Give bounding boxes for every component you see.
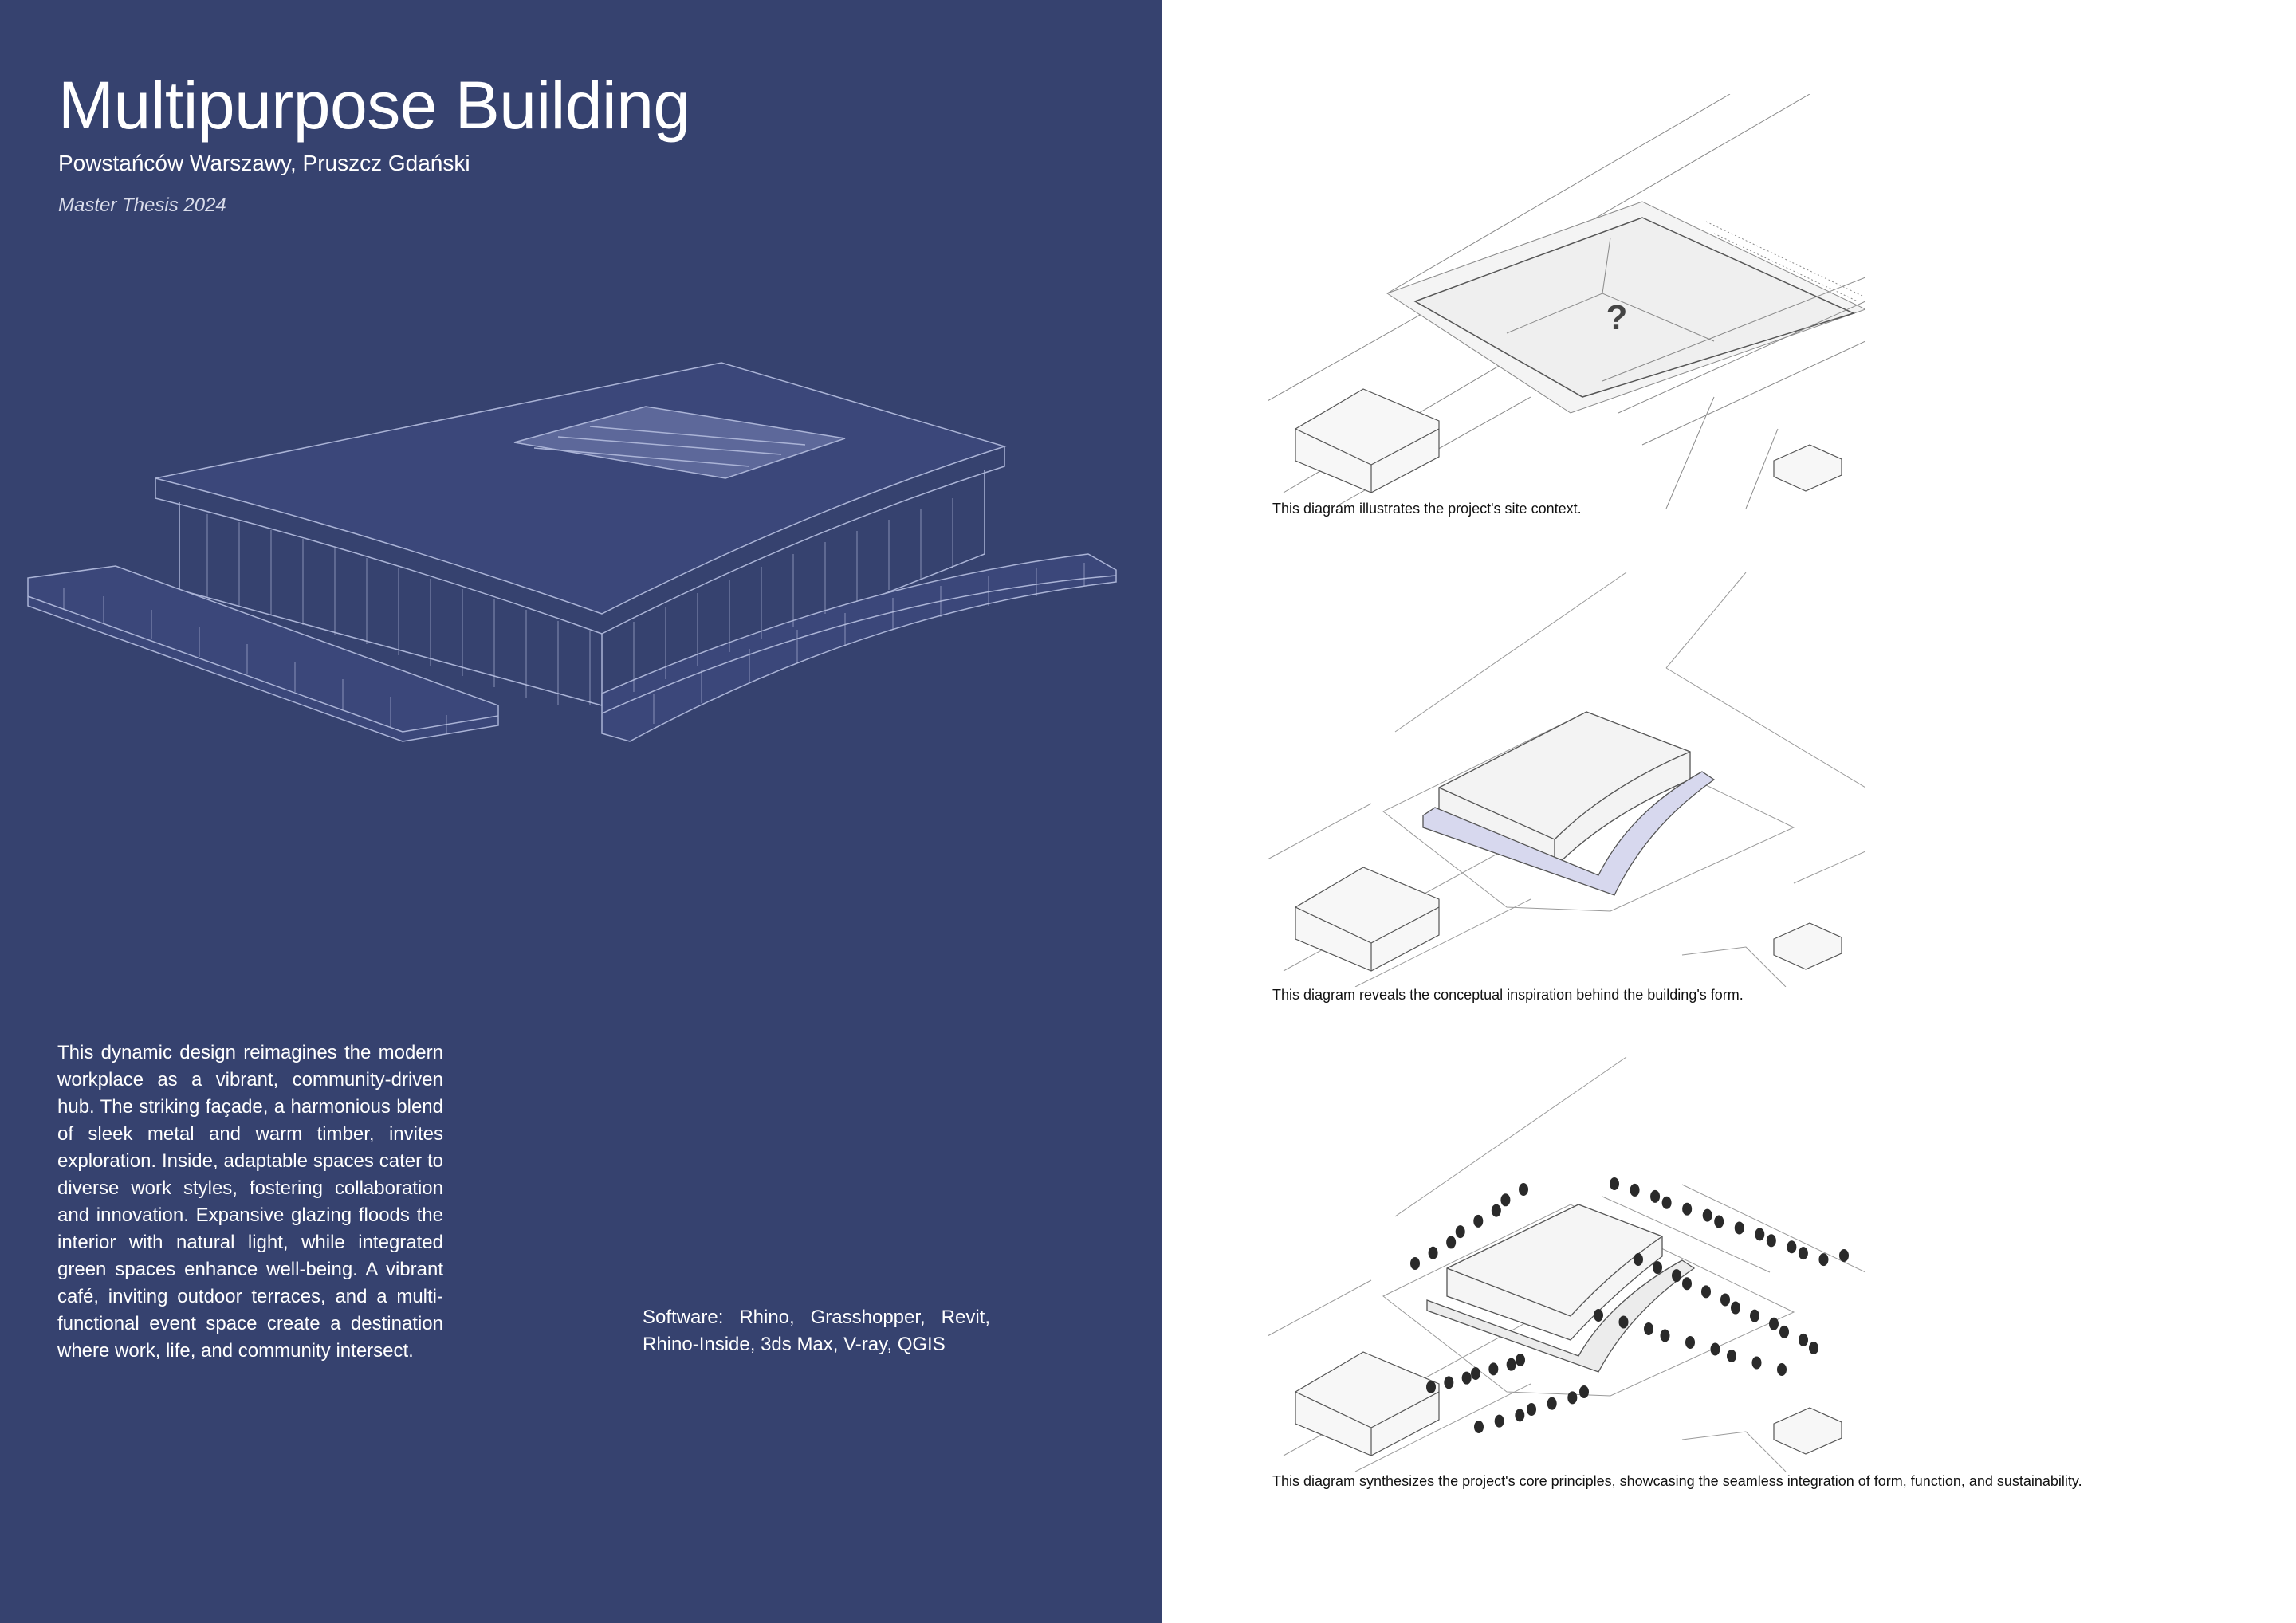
tree-icon — [1567, 1391, 1578, 1405]
left-panel: Multipurpose Building Powstańców Warszaw… — [0, 0, 1162, 1623]
tree-icon — [1494, 1414, 1504, 1428]
tree-icon — [1672, 1269, 1681, 1283]
tree-icon — [1500, 1193, 1511, 1207]
tree-icon — [1630, 1183, 1640, 1197]
synthesis-diagram — [1268, 1057, 1866, 1472]
location-subtitle: Powstańców Warszawy, Pruszcz Gdański — [58, 151, 470, 175]
tree-icon — [1653, 1261, 1662, 1275]
thesis-label: Master Thesis 2024 — [58, 195, 226, 216]
tree-icon — [1750, 1309, 1759, 1322]
project-description: This dynamic design reimagines the moder… — [57, 1042, 443, 1362]
tree-icon — [1779, 1325, 1789, 1338]
tree-icon — [1426, 1381, 1436, 1393]
tree-icon — [1798, 1247, 1808, 1260]
tree-icon — [1839, 1249, 1849, 1262]
concept-caption: This diagram reveals the conceptual insp… — [1272, 987, 1744, 1003]
tree-icon — [1473, 1214, 1484, 1228]
tree-icon — [1766, 1234, 1776, 1248]
tree-icon — [1755, 1228, 1765, 1241]
tree-icon — [1488, 1362, 1499, 1376]
tree-icon — [1751, 1356, 1762, 1370]
tree-icon — [1661, 1196, 1672, 1209]
tree-icon — [1444, 1376, 1454, 1389]
site-context-caption: This diagram illustrates the project's s… — [1272, 501, 1582, 517]
tree-icon — [1594, 1309, 1603, 1322]
software-list: Software: Rhino, Grasshopper, Revit, Rhi… — [643, 1307, 990, 1355]
tree-icon — [1799, 1333, 1808, 1346]
tree-icon — [1734, 1221, 1744, 1235]
tree-icon — [1787, 1240, 1797, 1254]
tree-icon — [1610, 1177, 1619, 1190]
tree-icon — [1474, 1421, 1484, 1433]
tree-icon — [1410, 1257, 1420, 1270]
tree-icon — [1777, 1363, 1787, 1376]
tree-icon — [1710, 1342, 1720, 1356]
concept-diagram — [1268, 572, 1866, 987]
tree-icon — [1527, 1403, 1536, 1416]
tree-icon — [1720, 1293, 1730, 1307]
tree-icon — [1682, 1202, 1693, 1216]
tree-icon — [1650, 1189, 1661, 1203]
tree-icon — [1818, 1253, 1829, 1267]
tree-icon — [1644, 1322, 1653, 1335]
tree-icon — [1727, 1350, 1736, 1362]
tree-icon — [1731, 1301, 1740, 1315]
tree-icon — [1701, 1285, 1711, 1299]
tree-icon — [1547, 1397, 1557, 1410]
tree-icon — [1428, 1246, 1438, 1259]
tree-icon — [1515, 1409, 1525, 1422]
tree-icon — [1491, 1204, 1501, 1217]
tree-icon — [1769, 1317, 1779, 1330]
tree-icon — [1446, 1236, 1457, 1249]
tree-icon — [1579, 1385, 1589, 1398]
synthesis-caption: This diagram synthesizes the project's c… — [1272, 1473, 2082, 1489]
tree-icon — [1461, 1371, 1472, 1385]
tree-icon — [1519, 1183, 1528, 1196]
tree-icon — [1682, 1277, 1692, 1291]
trees-group — [1410, 1177, 1849, 1433]
tree-icon — [1516, 1354, 1525, 1366]
tree-icon — [1455, 1225, 1465, 1239]
tree-icon — [1471, 1367, 1480, 1380]
site-question-mark: ? — [1606, 298, 1628, 337]
tree-icon — [1618, 1315, 1629, 1329]
tree-icon — [1809, 1342, 1818, 1354]
tree-icon — [1702, 1208, 1712, 1222]
tree-icon — [1714, 1215, 1724, 1228]
tree-icon — [1634, 1253, 1643, 1266]
tree-icon — [1506, 1358, 1516, 1371]
site-context-diagram: ? — [1268, 94, 1866, 509]
building-wireframe-render — [27, 362, 1117, 742]
page-title: Multipurpose Building — [58, 68, 690, 143]
tree-icon — [1685, 1336, 1695, 1349]
tree-icon — [1660, 1329, 1670, 1342]
